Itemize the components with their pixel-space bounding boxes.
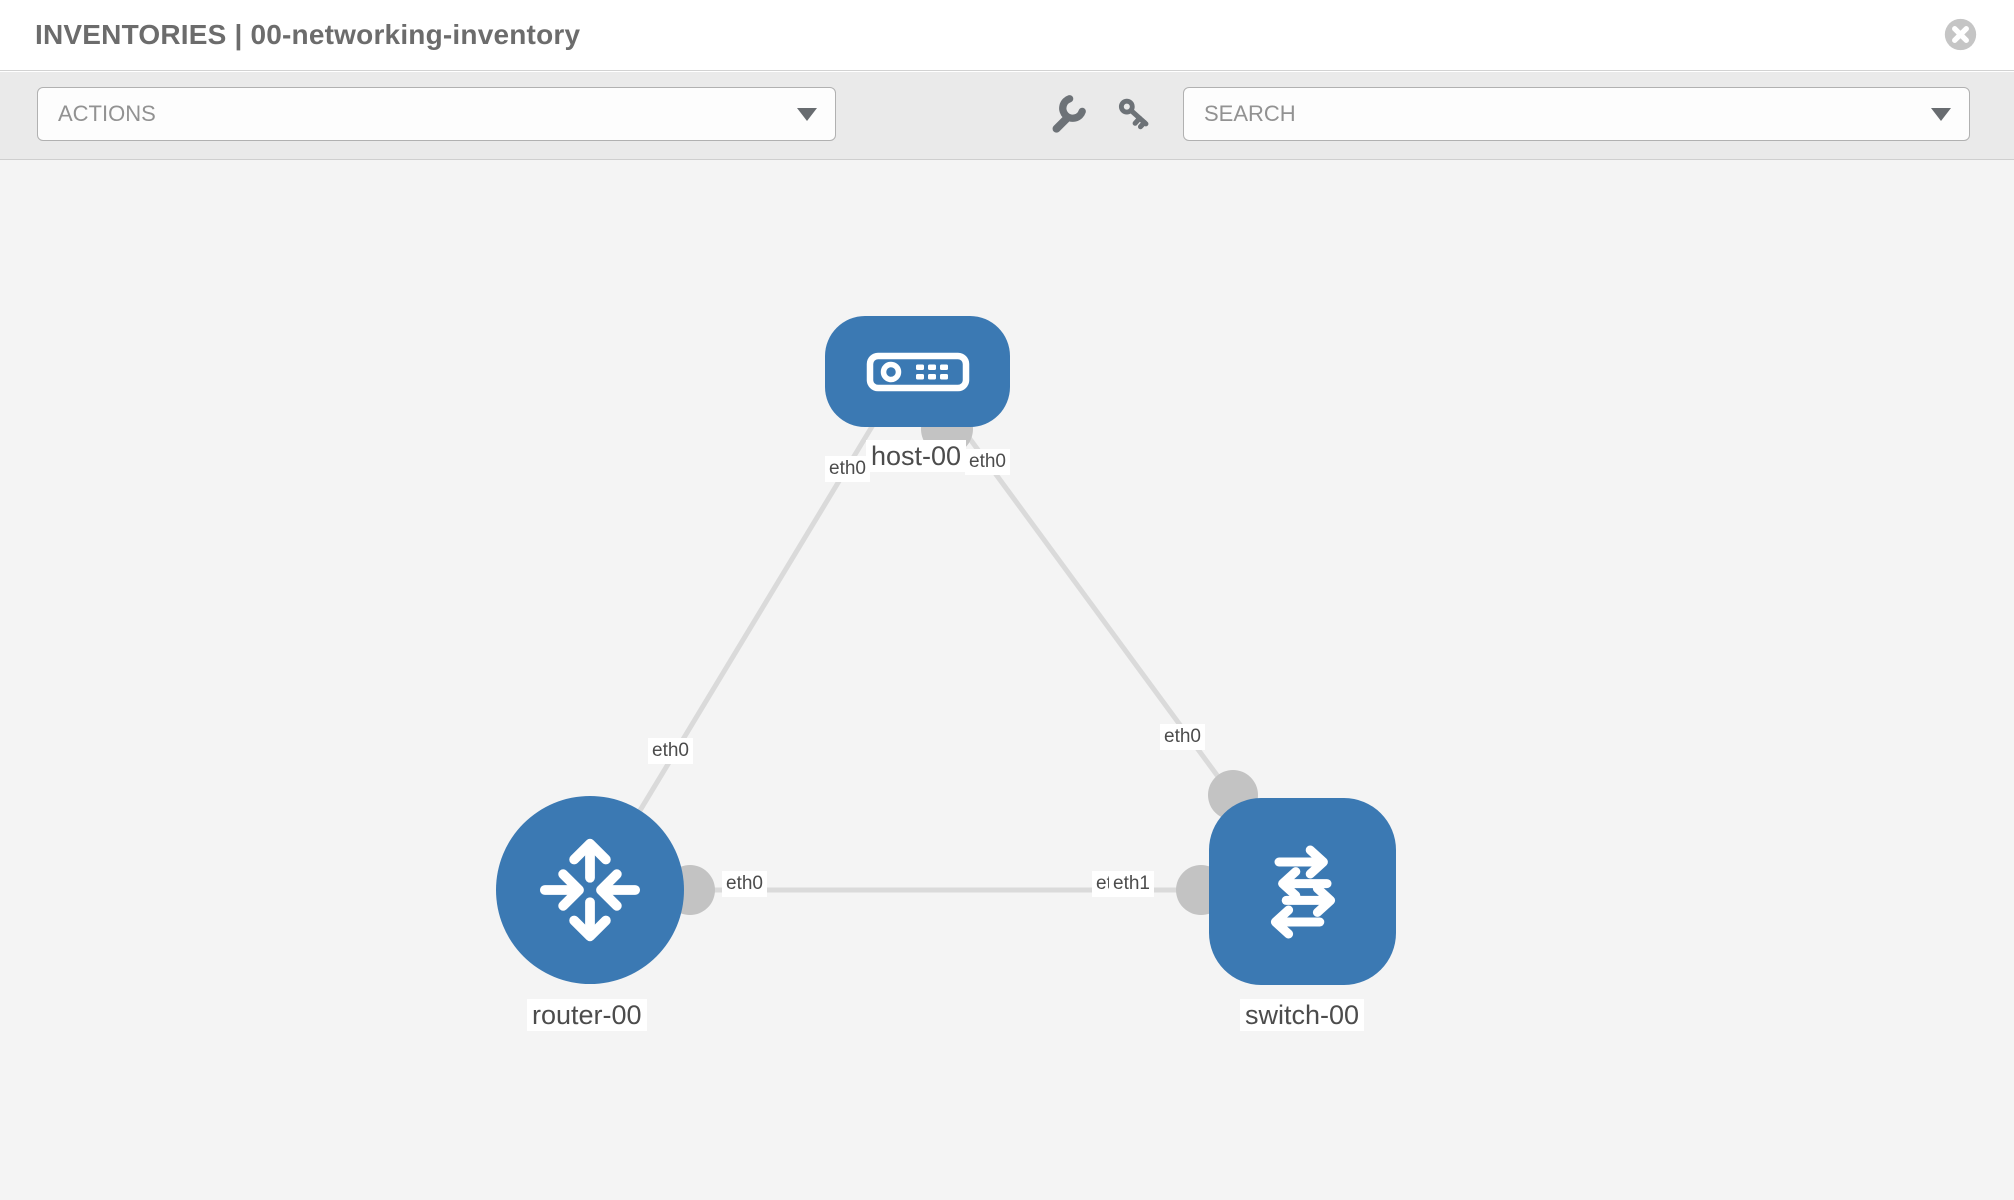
node-label-router: router-00 [527, 999, 647, 1031]
interface-label: eth0 [722, 871, 767, 897]
page-title: INVENTORIES | 00-networking-inventory [35, 19, 581, 50]
node-switch-00[interactable] [1209, 798, 1396, 985]
chevron-down-icon [1931, 108, 1951, 121]
toolbar: ACTIONS SEARCH [0, 72, 2014, 160]
close-icon [1944, 18, 1977, 51]
node-label-host: host-00 [866, 440, 967, 472]
search-dropdown-label: SEARCH [1204, 101, 1296, 126]
interface-label: eth1 [1109, 871, 1154, 897]
interface-label: eth0 [965, 449, 1010, 475]
interface-label: eth0 [825, 456, 870, 482]
host-icon [866, 352, 969, 391]
search-dropdown[interactable]: SEARCH [1183, 87, 1970, 141]
interface-label: eth0 [1160, 724, 1205, 750]
links-layer [595, 403, 1258, 915]
actions-dropdown-label: ACTIONS [58, 101, 156, 126]
node-host-00[interactable] [825, 316, 1010, 427]
router-icon [539, 838, 641, 942]
close-button[interactable] [1944, 18, 1977, 51]
actions-dropdown[interactable]: ACTIONS [37, 87, 836, 141]
wrench-icon [1052, 95, 1086, 133]
interface-label: eth0 [648, 738, 693, 764]
chevron-down-icon [797, 108, 817, 121]
topology-canvas[interactable]: eth0 eth0 eth0 eth0 eth0 eth0 eth1 host-… [0, 160, 2014, 1200]
node-router-00[interactable] [496, 796, 684, 984]
header: INVENTORIES | 00-networking-inventory [0, 0, 2014, 71]
node-label-switch: switch-00 [1240, 999, 1365, 1031]
credentials-button[interactable] [1109, 88, 1161, 140]
tools-button[interactable] [1041, 88, 1093, 140]
switch-icon [1270, 845, 1335, 938]
link-host-router [595, 403, 888, 882]
key-icon [1118, 98, 1149, 130]
